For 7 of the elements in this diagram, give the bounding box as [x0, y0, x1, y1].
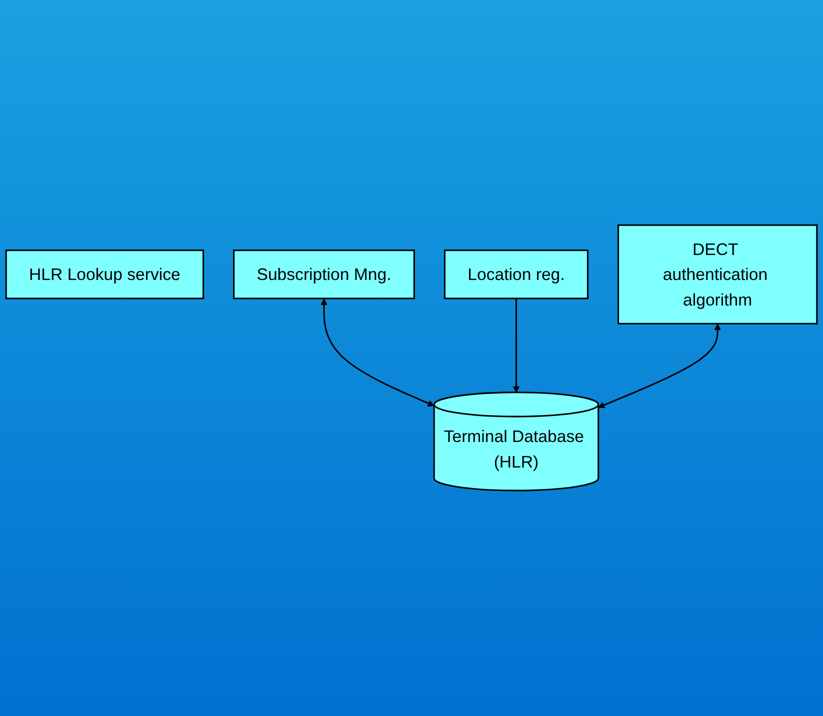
- node-box: HLR Lookup service: [5, 250, 204, 300]
- arrow: [598, 324, 721, 408]
- node-box: DECT authentication algorithm: [618, 224, 818, 325]
- node-box: Subscription Mng.: [233, 250, 415, 300]
- arrow: [512, 298, 520, 393]
- arrow: [320, 298, 434, 407]
- node-box: Location reg.: [444, 250, 588, 300]
